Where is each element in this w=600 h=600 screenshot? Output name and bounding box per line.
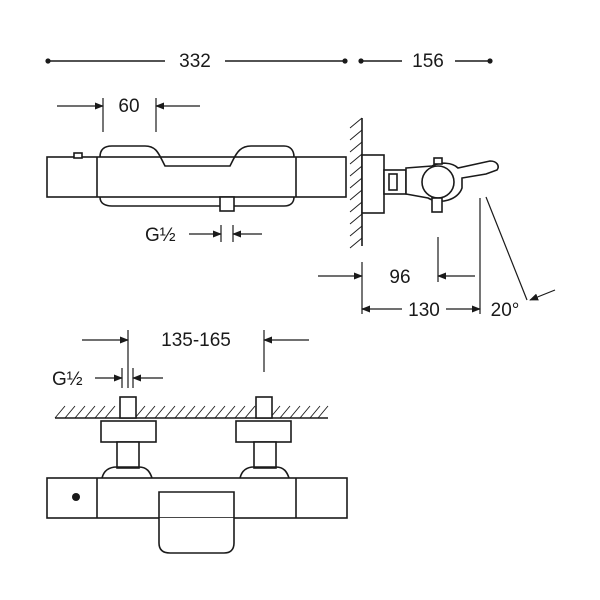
- dimension-332: 332: [45, 51, 348, 72]
- label-332: 332: [179, 51, 211, 72]
- label-135-165: 135-165: [161, 330, 231, 351]
- front-view: 60 G½: [46, 96, 347, 246]
- screw-hole-icon: [72, 493, 80, 501]
- side-view: 96 130 20°: [318, 117, 556, 321]
- label-156: 156: [412, 51, 444, 72]
- label-130: 130: [408, 300, 440, 321]
- label-thread-top: G½: [145, 225, 176, 246]
- bottom-view: 135-165 G½: [46, 330, 348, 554]
- label-20-degree: 20°: [491, 300, 520, 321]
- label-thread-bottom: G½: [52, 369, 83, 390]
- label-60: 60: [118, 96, 139, 117]
- label-96: 96: [389, 267, 410, 288]
- dimension-156: 156: [358, 51, 493, 72]
